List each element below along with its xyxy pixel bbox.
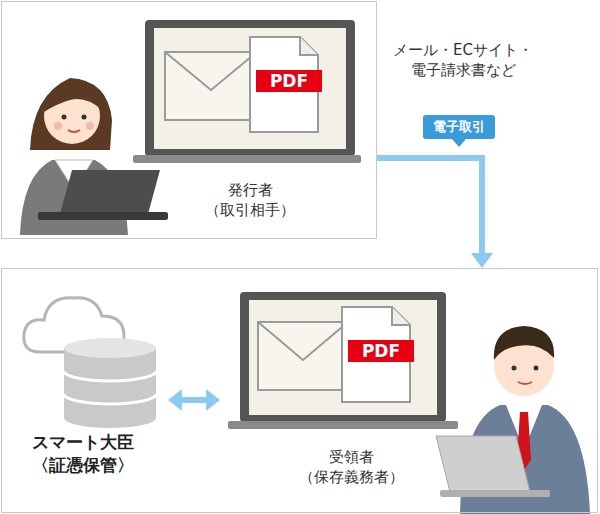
cloud-database-icon [24,298,156,428]
flow-line [377,158,482,254]
monitor [133,20,361,163]
channel-note: メール・ECサイト・ 電子請求書など [388,40,538,81]
sync-double-arrow [168,389,220,411]
party-label: 受領者 （保存義務者） [292,447,410,488]
man-figure [436,326,590,514]
party-panel: 受領者 （保存義務者） スマート大臣 〈証憑保管〉 [1,268,598,513]
party-panel: 発行者 （取引相手） [1,1,377,239]
party-label: 発行者 （取引相手） [200,180,300,221]
tag-pointer [452,139,466,147]
edge-tag: 電子取引 [423,115,495,139]
monitor [228,292,458,429]
pdf-badge: PDF [348,340,414,362]
service-name: スマート大臣 〈証憑保管〉 [32,431,152,477]
woman-figure [20,78,168,235]
flow-arrow [377,158,493,268]
pdf-badge: PDF [256,70,322,92]
arrow-head [471,253,493,268]
storage-node: スマート大臣 〈証憑保管〉 [26,427,176,487]
